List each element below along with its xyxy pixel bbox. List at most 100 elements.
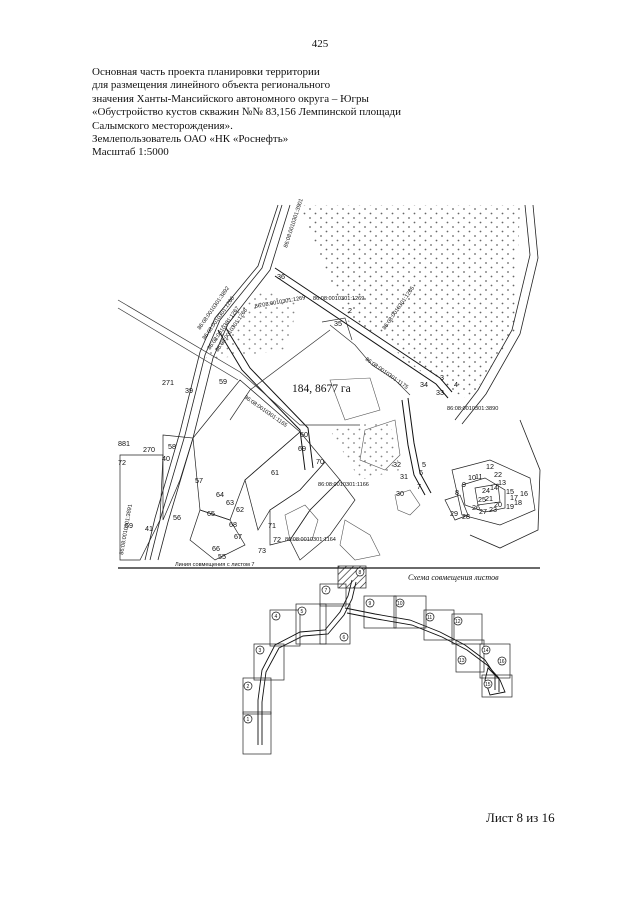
sheet-number-marker: 14 [481,645,491,655]
point-label: 7 [417,482,421,491]
point-label: 270 [143,445,155,454]
point-label: 73 [258,546,266,555]
point-label: 32 [393,460,401,469]
point-label: 23 [489,505,497,514]
sheet-number: 10 [397,601,403,607]
sheet-number: 4 [275,614,278,620]
point-label: 39 [185,386,193,395]
sheet-number-marker: 10 [395,598,405,608]
sheet-number: 7 [325,588,328,594]
point-label: 12 [486,462,494,471]
sheet-frame [481,674,513,698]
point-label: 27 [479,507,487,516]
point-label: 62 [236,505,244,514]
sheet-number: 14 [483,648,489,654]
point-label: 58 [168,442,176,451]
terrain-contours [284,377,421,561]
sheet-number: 12 [455,619,461,625]
sheet-frame [269,609,301,647]
sheet-number-marker: 4 [271,611,281,621]
point-label: 69 [298,444,306,453]
point-label: 69 [125,521,133,530]
sheet-frame [455,639,485,673]
point-label: 28 [462,512,470,521]
point-label: 9 [462,480,466,489]
sheet-frames [242,565,513,755]
sheet-number-marker: 13 [457,655,467,665]
well-pad [444,459,536,526]
sheet-frame [295,603,327,645]
sheet-frame [319,603,351,645]
point-label: 24 [482,486,490,495]
sheet-number: 11 [427,615,432,621]
point-label: 57 [195,476,203,485]
point-label: 22 [494,470,502,479]
point-label: 66 [212,544,220,553]
sheet-frame [253,643,285,681]
sheet-number: 1 [247,717,250,723]
point-label: 30 [396,489,404,498]
cadastral-label: 86:08:0010301:1269 [313,296,364,302]
point-label: 3 [440,373,444,382]
header-line: «Обустройство кустов скважин №№ 83,156 Л… [92,106,401,119]
point-label: 67 [234,532,242,541]
sheet-number-marker: 15 [483,679,493,689]
vegetation-area [330,420,400,480]
sheet-number-marker: 6 [339,632,349,642]
point-label: 56 [173,513,181,522]
join-line-label: Линия совмещения с листом 7 [175,562,255,568]
point-label: 16 [520,489,528,498]
sheet-number: 3 [259,648,262,654]
point-label: 13 [498,478,506,487]
point-label: 31 [400,472,408,481]
sheet-number-marker: 2 [243,681,253,691]
right-boundary [454,204,541,549]
sheet-number: 5 [301,609,304,615]
point-label: 41 [145,524,153,533]
point-label: 29 [450,509,458,518]
point-label: 21 [485,494,493,503]
header-line: значения Ханты-Мансийского автономного о… [92,92,369,105]
point-label: 61 [271,468,279,477]
point-label: 68 [229,520,237,529]
point-label: 271 [162,378,174,387]
scheme-route [257,579,506,745]
sheet-frame [451,613,483,645]
sheet-number: 9 [369,601,372,607]
sheet-number: 15 [485,682,491,688]
sheet-frame [242,677,272,715]
point-labels: 36 2 35 3 4 34 33 271 39 59 58 270 40 57… [118,272,528,561]
access-lines [117,299,411,426]
sheet-frame [393,595,427,629]
allotment-polygons [119,379,356,561]
point-label: 70 [316,457,324,466]
cadastral-label: 86:08:0010301:1166 [318,482,369,488]
sheet-numbers: 1 2 3 4 5 6 7 [243,567,507,724]
page-number: 425 [311,38,329,50]
sheet-number-marker: 8 [355,567,365,577]
point-label: 59 [219,377,227,386]
cadastral-label: 86:08:0010301:3901 [283,198,305,249]
sheet-number-marker: 9 [365,598,375,608]
point-label: 40 [162,454,170,463]
point-label: 64 [216,490,224,499]
point-label: 8 [455,488,459,497]
pipeline-corridor [217,267,453,496]
cadastral-label: 86:08:0010301:3890 [447,406,498,412]
area-label: 184, 8677 га [292,383,351,395]
point-label: 72 [273,535,281,544]
sheet-number-marker: 5 [297,606,307,616]
sheet-number-marker: 7 [321,585,331,595]
point-label: 72 [118,458,126,467]
header-line: Салымского месторождения». [92,119,233,132]
point-label: 11 [475,472,482,481]
sheet-frame [242,711,272,755]
header-line: Землепользователь ОАО «НК «Роснефть» [92,133,289,146]
sheet-layout-scheme: Схема совмещения листов [242,565,513,755]
header-block: Основная часть проекта планировки террит… [92,66,532,160]
point-label: 2 [348,306,352,315]
sheet-number-marker: 1 [243,714,253,724]
point-label: 60 [300,430,308,439]
point-label: 20 [494,500,502,509]
